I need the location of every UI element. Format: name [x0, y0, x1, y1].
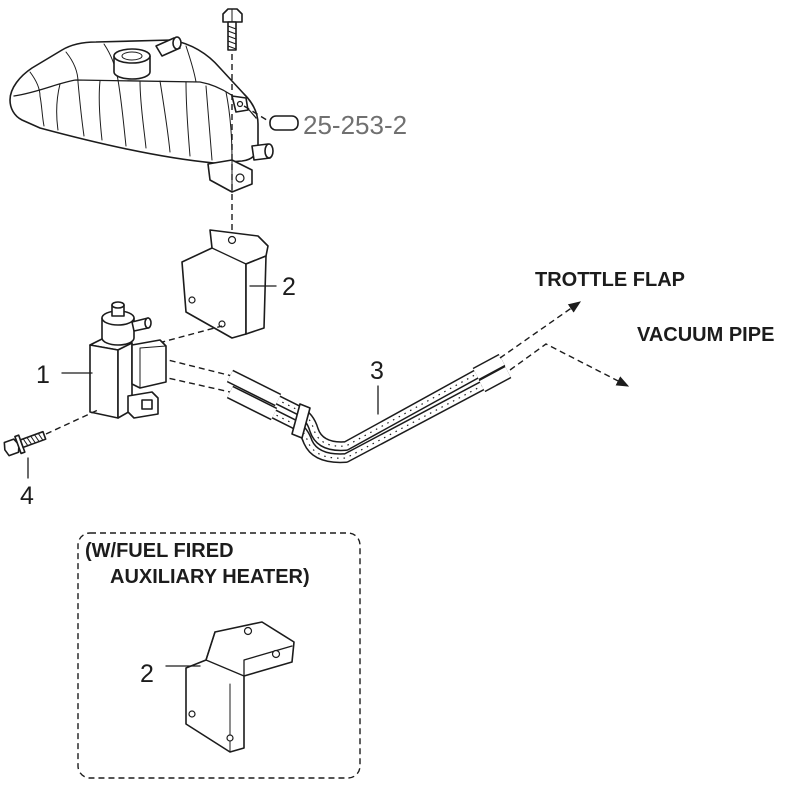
- variant-note-line2: AUXILIARY HEATER): [110, 566, 310, 588]
- callout-1[interactable]: 1: [36, 361, 50, 389]
- callout-4[interactable]: 4: [20, 482, 34, 510]
- callout-2-upper[interactable]: 2: [282, 273, 296, 301]
- reference-code[interactable]: 25-253-2: [303, 110, 407, 140]
- reference-connector: [269, 115, 299, 131]
- tank-rib: [39, 95, 45, 127]
- tank-rib: [159, 80, 171, 153]
- tank-rib: [185, 81, 191, 157]
- reservoir-tank: [9, 36, 274, 193]
- tank-rib: [139, 80, 147, 149]
- variant-box-border: [77, 532, 361, 779]
- bracket-variant: [185, 621, 295, 753]
- throttle-flap-label: TROTTLE FLAP: [535, 269, 685, 291]
- tank-outline: [9, 39, 259, 164]
- tank-spout: [155, 36, 182, 57]
- vacuum-pipe-label: VACUUM PIPE: [637, 324, 774, 346]
- tank-rib: [56, 83, 61, 131]
- reference-alignment-line: [243, 105, 271, 123]
- tank-mounting-ear: [231, 95, 249, 113]
- filler-cap: [113, 48, 151, 80]
- variant-box: (W/FUEL FIRED AUXILIARY HEATER) 2: [77, 532, 361, 779]
- callout-3[interactable]: 3: [370, 357, 384, 385]
- tank-rib: [205, 85, 213, 161]
- variant-note-line1: (W/FUEL FIRED: [85, 540, 234, 562]
- valve-hose-alignment-line: [159, 357, 233, 377]
- bolt-valve-alignment-line: [45, 409, 99, 435]
- bracket-upper: [181, 229, 269, 339]
- hose-sleeve: [226, 353, 512, 421]
- solenoid-valve: [89, 301, 167, 419]
- tank-rib: [225, 91, 233, 161]
- tank-rib: [77, 81, 85, 137]
- tank-rib: [98, 80, 103, 141]
- tank-rib: [185, 45, 197, 83]
- callout-2-variant[interactable]: 2: [140, 660, 154, 688]
- tank-flange: [207, 159, 253, 193]
- hose-clamp: [291, 403, 311, 439]
- tank-rib: [117, 79, 127, 147]
- tank-side-nozzle: [251, 143, 274, 161]
- throttle-flap-arrow: [499, 301, 582, 359]
- tank-rib: [65, 51, 79, 83]
- hose-assembly: [226, 353, 512, 464]
- tank-rib: [29, 71, 41, 97]
- tank-bolt: [222, 8, 243, 51]
- vacuum-pipe-arrow: [509, 343, 630, 387]
- valve-bolt: [3, 430, 47, 457]
